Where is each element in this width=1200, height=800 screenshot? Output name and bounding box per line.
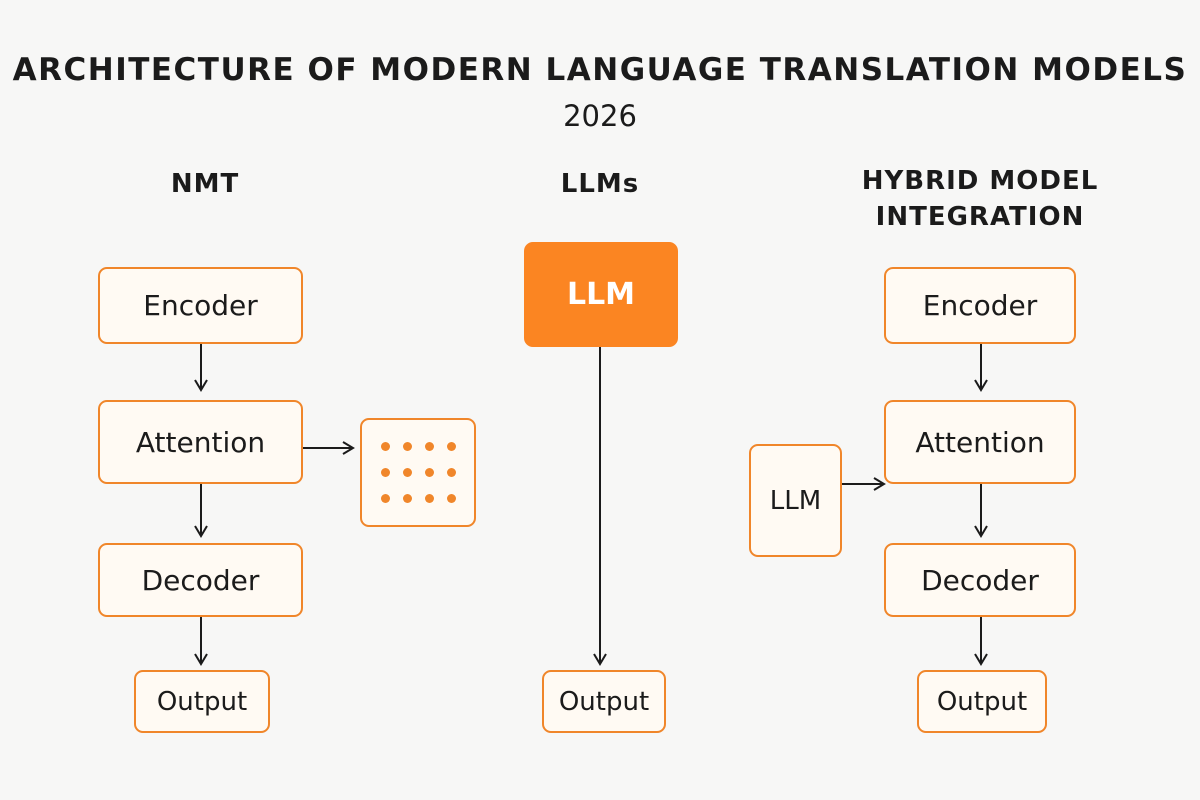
hybrid-heading: HYBRID MODEL INTEGRATION bbox=[830, 163, 1130, 235]
hybrid-heading-line2: INTEGRATION bbox=[875, 202, 1085, 232]
llms-llm-box: LLM bbox=[524, 242, 678, 347]
nmt-encoder-box: Encoder bbox=[98, 267, 303, 344]
hybrid-output-box: Output bbox=[917, 670, 1047, 733]
llms-output-box: Output bbox=[542, 670, 666, 733]
hybrid-attention-box: Attention bbox=[884, 400, 1076, 484]
nmt-attention-box: Attention bbox=[98, 400, 303, 484]
nmt-decoder-box: Decoder bbox=[98, 543, 303, 617]
hybrid-llm-box: LLM bbox=[749, 444, 842, 557]
nmt-output-box: Output bbox=[134, 670, 270, 733]
llms-heading: LLMs bbox=[560, 169, 640, 199]
nmt-heading: NMT bbox=[170, 169, 240, 199]
hybrid-encoder-box: Encoder bbox=[884, 267, 1076, 344]
dot-grid-icon bbox=[380, 442, 456, 503]
hybrid-heading-line1: HYBRID MODEL bbox=[861, 166, 1099, 196]
hybrid-decoder-box: Decoder bbox=[884, 543, 1076, 617]
attention-matrix-box bbox=[360, 418, 476, 527]
diagram-subtitle: 2026 bbox=[563, 99, 637, 133]
diagram-title: ARCHITECTURE OF MODERN LANGUAGE TRANSLAT… bbox=[12, 52, 1188, 88]
